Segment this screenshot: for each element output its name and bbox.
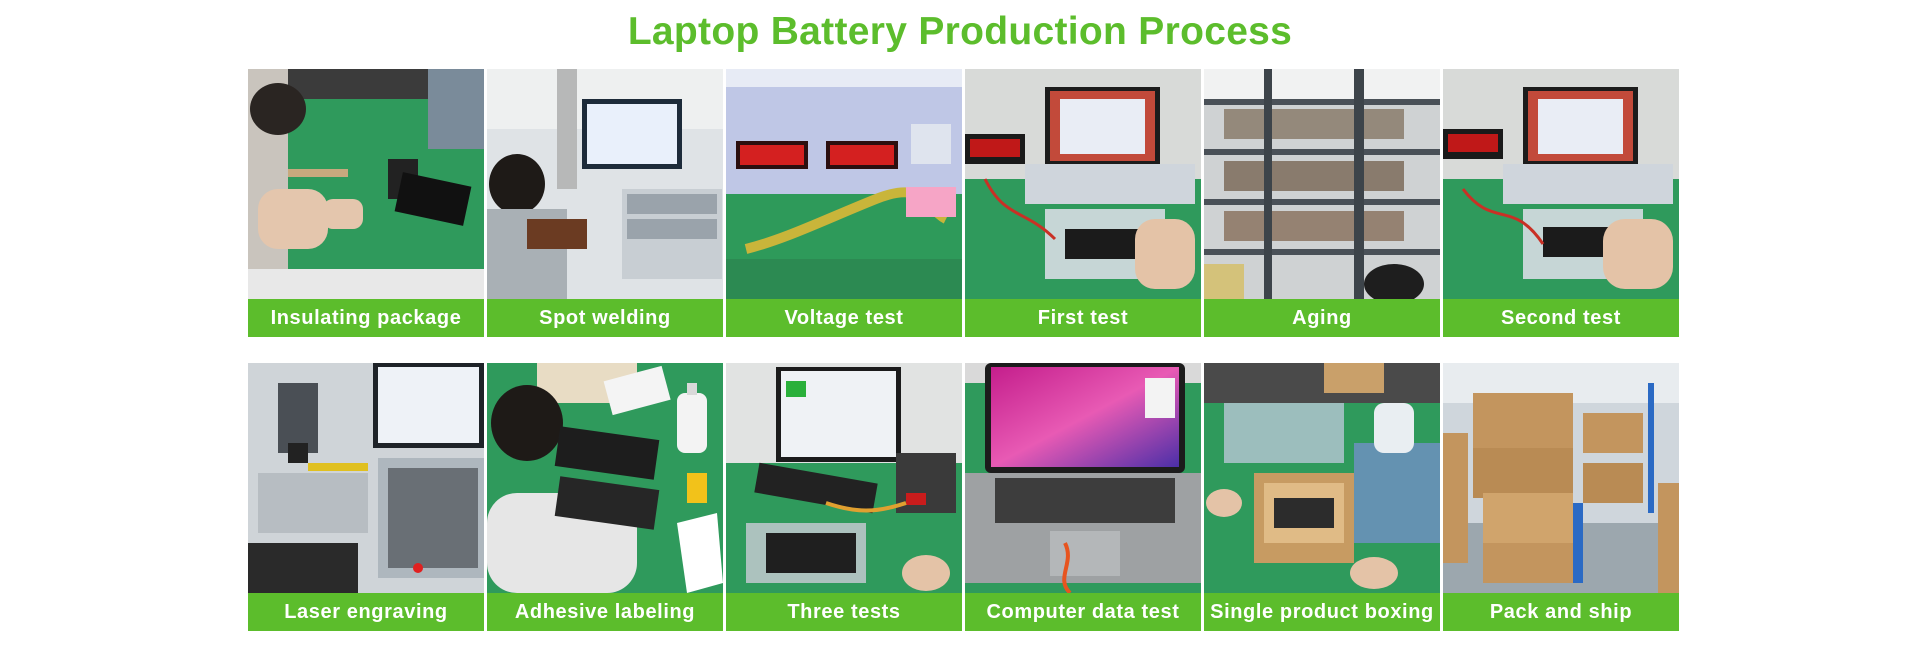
step-tile-computer-data-test: Computer data test xyxy=(965,363,1201,631)
step-photo xyxy=(965,69,1201,299)
step-photo xyxy=(248,69,484,299)
step-caption: Insulating package xyxy=(248,299,484,337)
step-tile-insulating-package: Insulating package xyxy=(248,69,484,337)
step-photo xyxy=(1204,363,1440,593)
step-photo xyxy=(487,363,723,593)
step-caption: Aging xyxy=(1204,299,1440,337)
page-title: Laptop Battery Production Process xyxy=(627,10,1293,53)
step-tile-voltage-test: Voltage test xyxy=(726,69,962,337)
step-caption: Pack and ship xyxy=(1443,593,1679,631)
step-photo xyxy=(248,363,484,593)
step-photo xyxy=(726,363,962,593)
step-tile-first-test: First test xyxy=(965,69,1201,337)
step-photo xyxy=(487,69,723,299)
step-tile-spot-welding: Spot welding xyxy=(487,69,723,337)
step-photo xyxy=(965,363,1201,593)
step-tile-single-product-boxing: Single product boxing xyxy=(1204,363,1440,631)
step-caption: Single product boxing xyxy=(1204,593,1440,631)
step-caption: Voltage test xyxy=(726,299,962,337)
step-caption: Spot welding xyxy=(487,299,723,337)
step-tile-three-tests: Three tests xyxy=(726,363,962,631)
step-caption: Second test xyxy=(1443,299,1679,337)
step-caption: Adhesive labeling xyxy=(487,593,723,631)
step-caption: First test xyxy=(965,299,1201,337)
step-photo xyxy=(1443,363,1679,593)
step-caption: Three tests xyxy=(726,593,962,631)
step-caption: Laser engraving xyxy=(248,593,484,631)
step-tile-pack-and-ship: Pack and ship xyxy=(1443,363,1679,631)
step-photo xyxy=(1204,69,1440,299)
step-photo xyxy=(726,69,962,299)
step-tile-aging: Aging xyxy=(1204,69,1440,337)
step-caption: Computer data test xyxy=(965,593,1201,631)
step-tile-second-test: Second test xyxy=(1443,69,1679,337)
step-tile-laser-engraving: Laser engraving xyxy=(248,363,484,631)
step-tile-adhesive-labeling: Adhesive labeling xyxy=(487,363,723,631)
step-photo xyxy=(1443,69,1679,299)
